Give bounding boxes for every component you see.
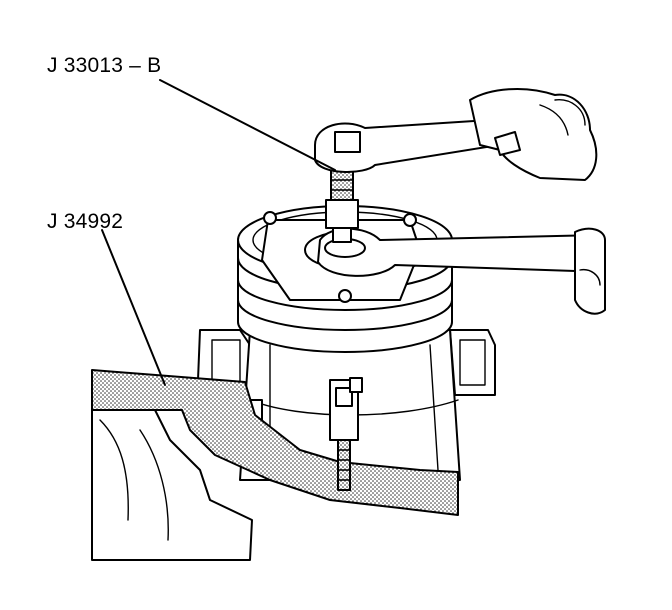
leader-line-j34992 <box>101 229 166 386</box>
hand <box>469 87 598 181</box>
callout-j33013b: J 33013 – B <box>47 54 162 77</box>
locking-bolt <box>329 377 363 491</box>
callout-j34992: J 34992 <box>47 210 124 233</box>
hand-lower <box>574 227 606 315</box>
holding-tool-j33013b <box>317 227 606 277</box>
bracket-tool-j34992 <box>91 369 459 516</box>
leader-line-j33013b <box>159 79 336 171</box>
